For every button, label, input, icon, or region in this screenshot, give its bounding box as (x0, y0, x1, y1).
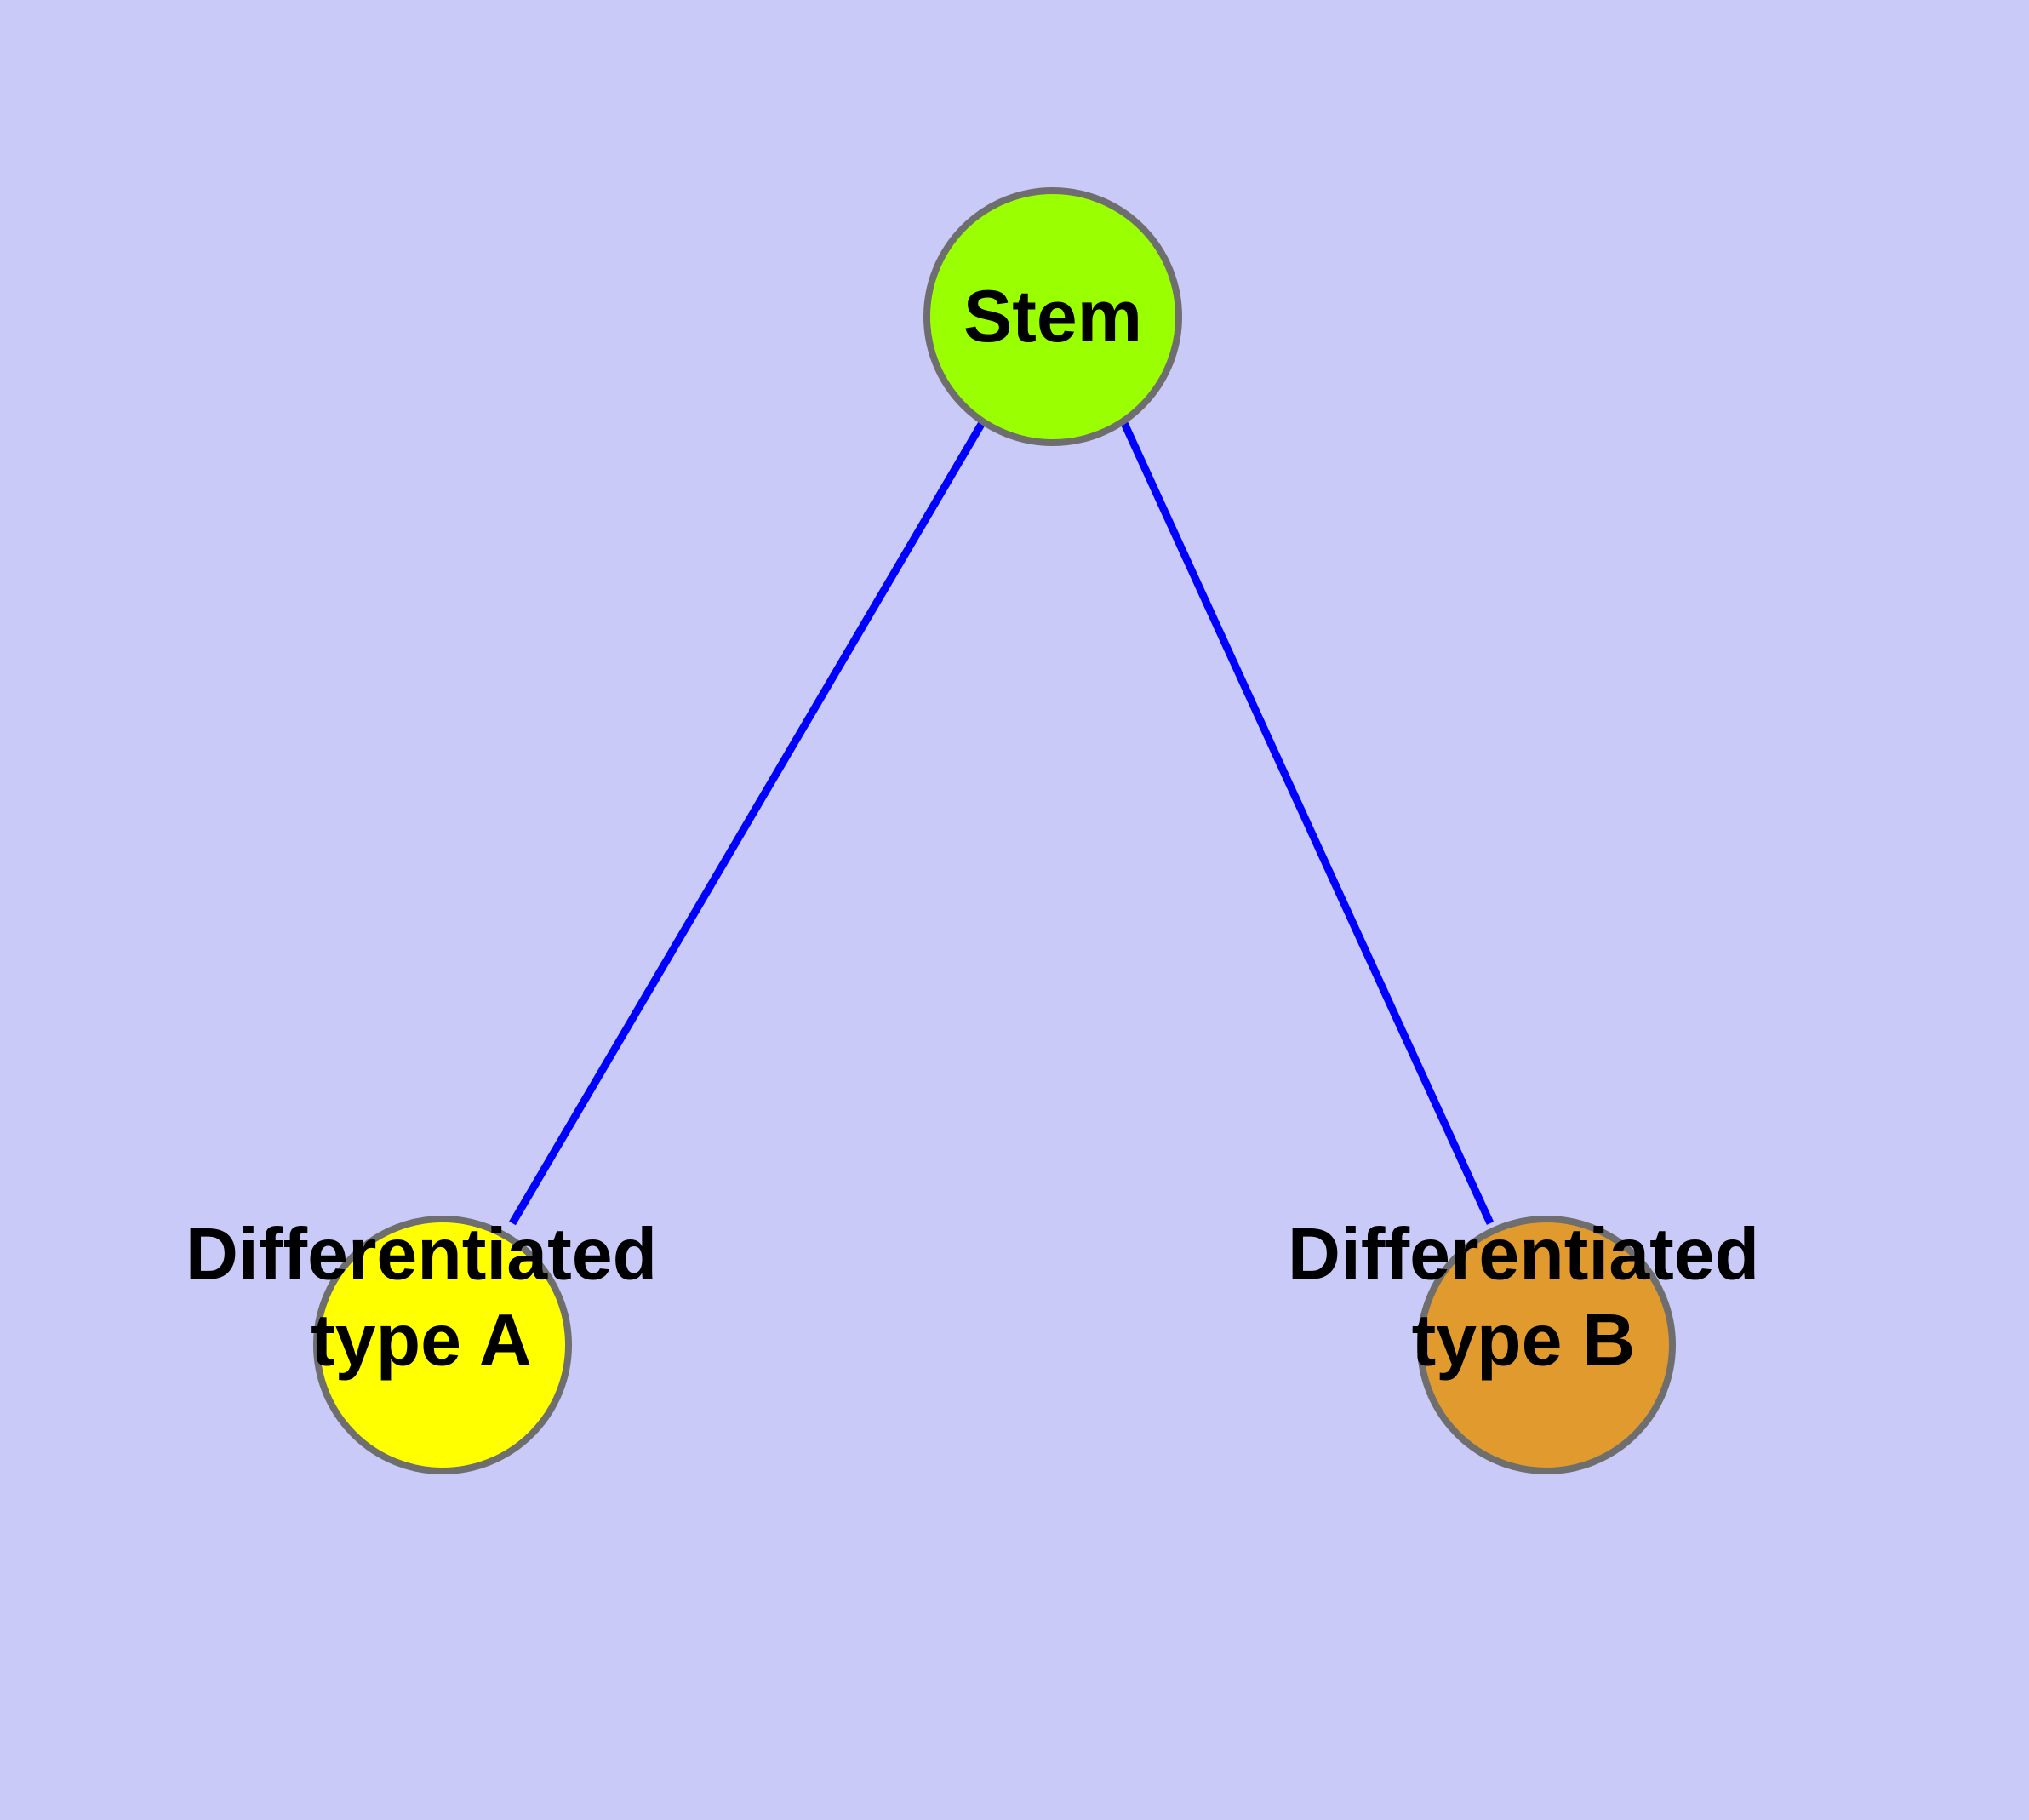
edges-group (509, 419, 1495, 1226)
label-line: Stem (963, 276, 1142, 358)
node-diff-b[interactable] (1417, 1216, 1676, 1474)
edge-stem-to-diff-b[interactable] (1119, 420, 1495, 1225)
node-stem[interactable] (923, 187, 1182, 446)
label-line: type A (311, 1299, 532, 1381)
label-line: type B (1412, 1299, 1636, 1381)
label-line: Differentiated (186, 1213, 657, 1295)
node-diff-a[interactable] (313, 1216, 572, 1474)
edge-stem-to-diff-a[interactable] (509, 419, 986, 1226)
node-label-stem: Stem (963, 276, 1142, 358)
nodes-group (313, 187, 1676, 1474)
label-line: Differentiated (1288, 1213, 1759, 1295)
